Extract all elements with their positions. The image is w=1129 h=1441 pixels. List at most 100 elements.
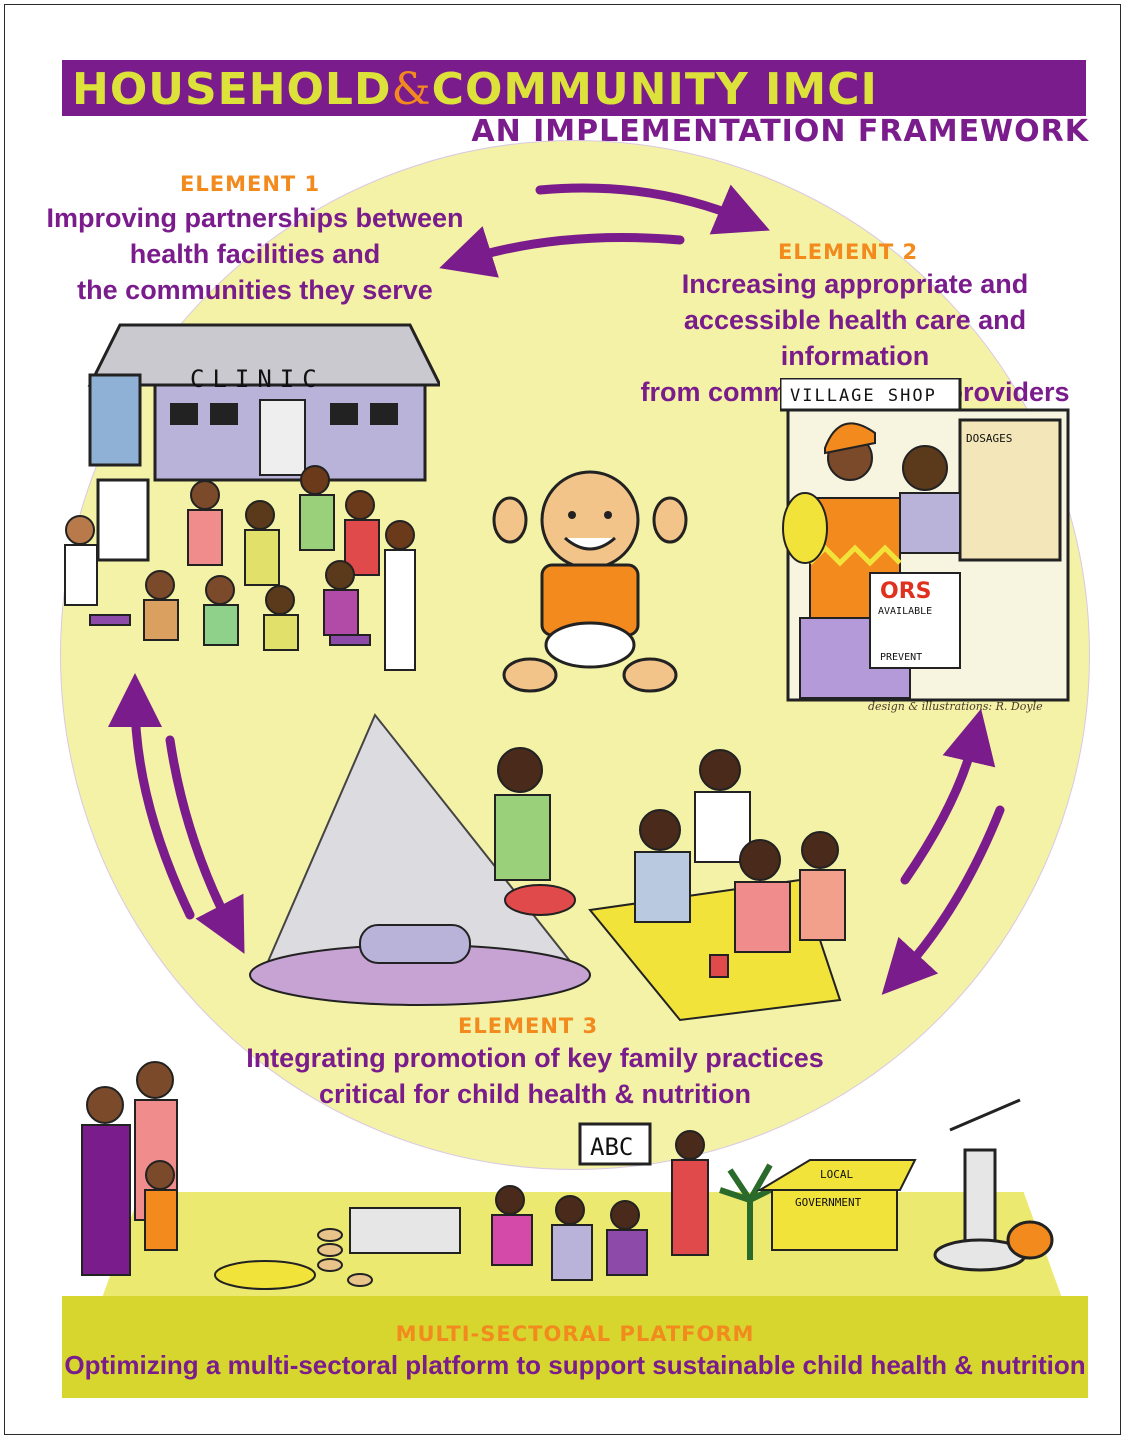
student-head: [610, 1200, 640, 1230]
baby-head: [540, 470, 640, 570]
baby-foot: [502, 657, 558, 693]
element-1-heading: ELEMENT 1: [180, 172, 321, 196]
illustration-credit: design & illustrations: R. Doyle: [868, 700, 1043, 713]
mother-body: [494, 794, 551, 881]
teacher-head: [675, 1130, 705, 1160]
person-head: [265, 585, 295, 615]
baby-diaper: [544, 621, 636, 669]
child-body: [144, 1189, 178, 1251]
clinic-window: [170, 403, 198, 425]
baby-illustration: [492, 470, 688, 693]
baby-eye: [568, 511, 576, 519]
pump-handle: [949, 1098, 1021, 1132]
local-government-sign-line1: LOCAL: [820, 1168, 853, 1181]
student-body: [551, 1224, 593, 1281]
person-body: [203, 604, 239, 646]
platform-sectors-illustration: ABC LOCAL GOVERNMENT: [81, 1061, 1054, 1290]
flip-chart: [96, 478, 150, 562]
water-pot: [1006, 1220, 1054, 1260]
element-1-line: Improving partnerships between: [46, 203, 464, 233]
element-1-line: the communities they serve: [77, 275, 433, 305]
local-government-building: [771, 1189, 898, 1251]
element-2-heading: ELEMENT 2: [778, 240, 919, 264]
element-1-text: Improving partnerships between health fa…: [40, 200, 470, 308]
ors-prevent: PREVENT: [880, 652, 922, 663]
teacher-body: [671, 1159, 709, 1256]
baby-foot: [622, 657, 678, 693]
clinic-window: [370, 403, 398, 425]
title-ampersand: &: [391, 64, 432, 115]
arrow-2-to-1: [439, 226, 685, 278]
village-shop-illustration: VILLAGE SHOP DOSAGES ORS AVAILABLE PREVE…: [780, 378, 1070, 702]
shopkeeper-head: [902, 445, 948, 491]
student-head: [495, 1185, 525, 1215]
arrow-2-to-3: [881, 805, 1005, 995]
title-banner: [62, 60, 1086, 116]
arrow-3-to-1: [108, 673, 195, 920]
woman-body: [799, 869, 846, 941]
banknotes-icon: [349, 1207, 461, 1254]
person-head: [345, 490, 375, 520]
cup: [709, 954, 729, 978]
element-2-line: accessible health care and information: [683, 305, 1027, 371]
baby-eye: [604, 511, 612, 519]
figure-frame: [4, 4, 1121, 1435]
element-3-line: Integrating promotion of key family prac…: [246, 1043, 824, 1073]
baby-hand: [492, 496, 528, 544]
coin: [347, 1273, 373, 1287]
student-head: [555, 1195, 585, 1225]
element-1-line: health facilities and: [129, 239, 381, 269]
palm-tree-icon: [719, 1163, 782, 1260]
shop-sign: VILLAGE SHOP: [790, 386, 937, 406]
students-group: [491, 1130, 709, 1281]
carried-child: [782, 492, 828, 564]
clinic-door: [259, 399, 306, 476]
coins-icon: [317, 1228, 373, 1287]
meeting-crowd: [64, 465, 416, 671]
woman-body: [634, 851, 691, 923]
person-body: [187, 509, 223, 566]
shopkeeper-shirt: [899, 492, 961, 554]
top-pattern: [808, 544, 902, 567]
clinic-roof: [87, 323, 440, 387]
sleeping-child: [359, 924, 471, 964]
dosage-chart: [958, 418, 1062, 562]
clinic-window: [210, 403, 238, 425]
woman-head: [801, 831, 839, 869]
water-pump-icon: [933, 1098, 1054, 1272]
mother-body: [81, 1124, 131, 1276]
main-title: HOUSEHOLD&COMMUNITY IMCI: [72, 64, 1052, 116]
person-head: [325, 560, 355, 590]
bowl: [504, 884, 576, 916]
person-head: [190, 480, 220, 510]
woman-body: [694, 791, 751, 863]
baby-smile: [564, 536, 616, 551]
arrow-3-to-2: [900, 708, 996, 885]
person-head: [145, 570, 175, 600]
dosage-chart-label: DOSAGES: [966, 432, 1012, 445]
seat: [89, 614, 131, 626]
person-head: [65, 515, 95, 545]
person-body: [244, 529, 280, 586]
ors-available: AVAILABLE: [878, 606, 932, 617]
corn-icon: [214, 1260, 316, 1290]
person-head: [385, 520, 415, 550]
person-body: [299, 494, 335, 551]
title-part-household: HOUSEHOLD: [72, 64, 392, 115]
baby-hand: [652, 496, 688, 544]
clinic-water-tank: [88, 373, 142, 467]
woman-body: [734, 881, 791, 953]
coin: [317, 1243, 343, 1257]
person-body: [143, 599, 179, 641]
family-practices-illustration: [249, 713, 846, 1022]
clinic-window: [330, 403, 358, 425]
mother-head: [497, 747, 543, 793]
person-head: [205, 575, 235, 605]
school-board-text: ABC: [590, 1133, 633, 1161]
student-body: [491, 1214, 533, 1266]
person-body: [263, 614, 299, 651]
coin: [317, 1258, 343, 1272]
ors-label: ORS: [880, 579, 932, 604]
clinic-sign: CLINIC: [190, 365, 325, 393]
